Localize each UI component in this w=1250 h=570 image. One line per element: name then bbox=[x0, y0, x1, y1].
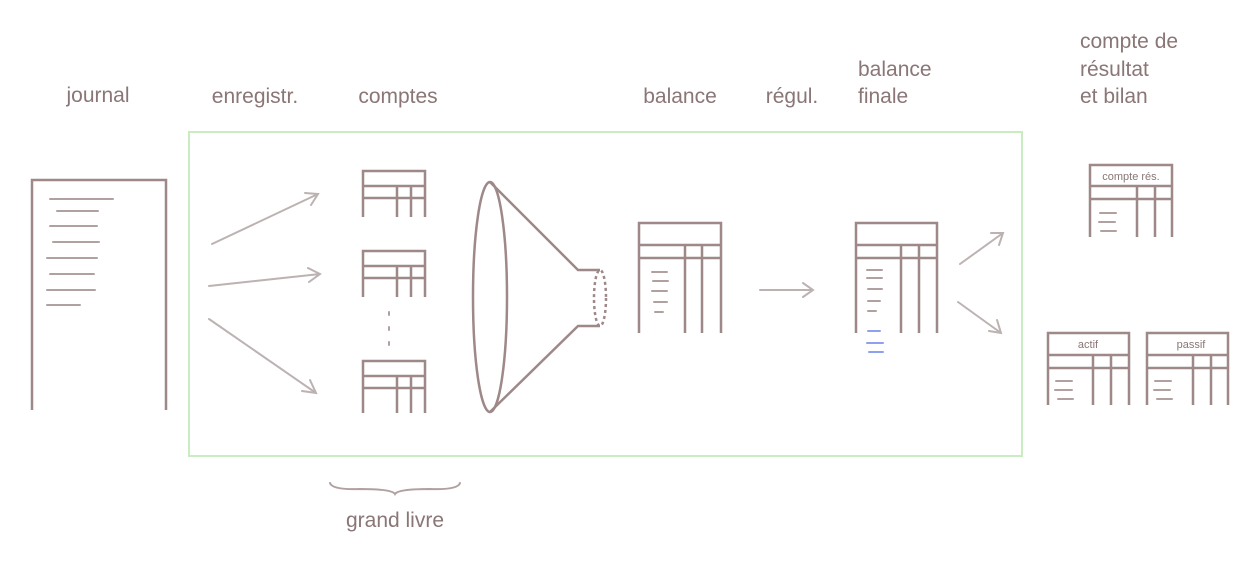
output-arrows bbox=[957, 232, 1005, 335]
regul-arrow bbox=[759, 282, 815, 298]
funnel-icon bbox=[471, 180, 608, 414]
account-ledger-1 bbox=[361, 169, 427, 217]
label-regul: régul. bbox=[766, 85, 819, 108]
account-ledger-3 bbox=[361, 359, 427, 413]
label-balance-finale-2: finale bbox=[858, 85, 908, 108]
compte-res-title: compte rés. bbox=[1102, 171, 1159, 183]
grand-livre-brace bbox=[329, 482, 461, 496]
label-balance: balance bbox=[643, 85, 717, 108]
processing-frame bbox=[188, 131, 1023, 457]
actif-title: actif bbox=[1078, 339, 1099, 351]
label-compte-resultat-2: résultat bbox=[1080, 58, 1149, 81]
label-journal: journal bbox=[65, 84, 129, 107]
passif-table: passif bbox=[1145, 331, 1230, 405]
passif-title: passif bbox=[1177, 339, 1207, 351]
balance-table bbox=[637, 221, 723, 333]
balance-finale-table bbox=[854, 221, 939, 353]
label-enregistr: enregistr. bbox=[212, 85, 298, 108]
account-ledger-2 bbox=[361, 249, 427, 297]
label-balance-finale-1: balance bbox=[858, 58, 932, 81]
actif-table: actif bbox=[1046, 331, 1131, 405]
posting-arrows bbox=[208, 192, 322, 395]
label-grand-livre: grand livre bbox=[346, 509, 444, 532]
adjustment-lines bbox=[866, 330, 884, 353]
journal-document bbox=[30, 178, 168, 410]
label-compte-resultat-1: compte de bbox=[1080, 30, 1178, 53]
label-comptes: comptes bbox=[358, 85, 437, 108]
compte-resultat-table: compte rés. bbox=[1088, 163, 1174, 237]
label-compte-resultat-3: et bilan bbox=[1080, 85, 1148, 108]
